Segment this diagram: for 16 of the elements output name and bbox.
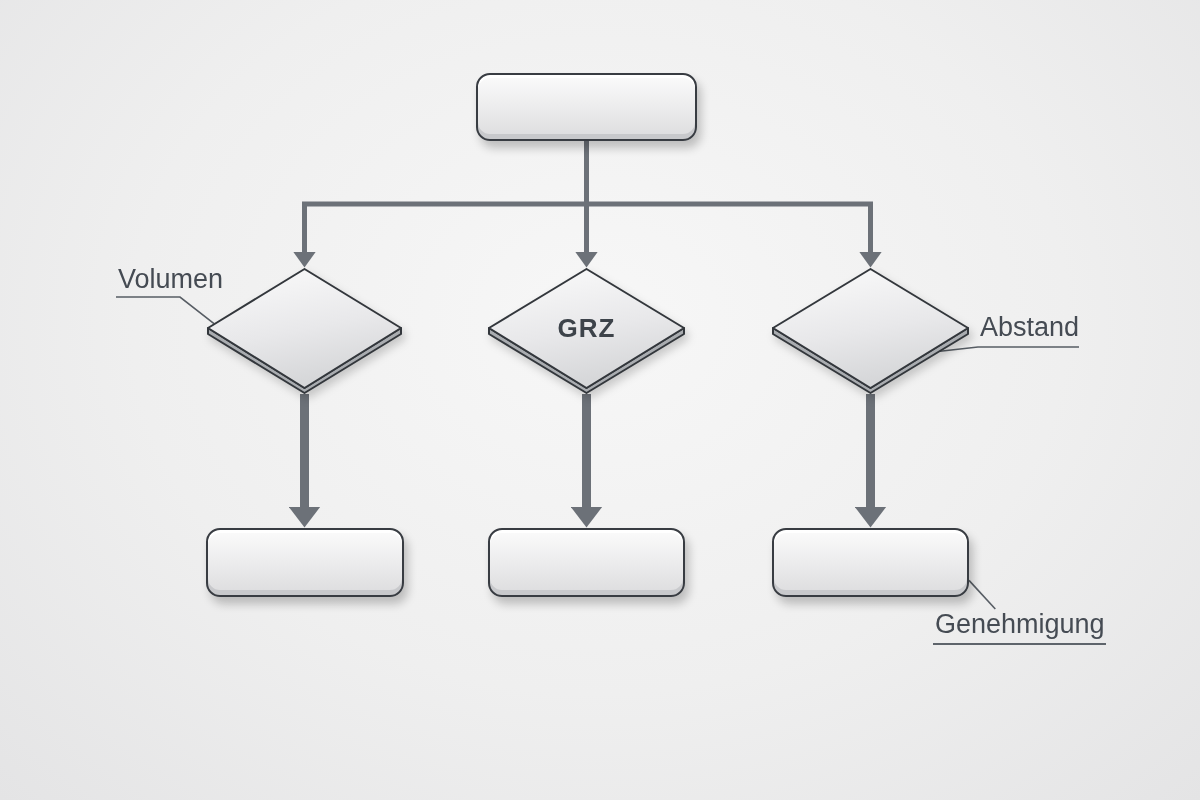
arrow	[570, 394, 603, 528]
process-box	[476, 73, 697, 141]
decision-diamond	[488, 268, 685, 394]
node-label: GRZ	[557, 312, 616, 344]
leader-line	[115, 296, 215, 325]
leader-line	[968, 579, 997, 610]
process-box	[488, 528, 685, 597]
arrow	[854, 394, 887, 528]
process-box	[772, 528, 969, 597]
callout-label: Abstand	[978, 312, 1079, 347]
decision-diamond	[772, 268, 969, 394]
arrow	[584, 141, 882, 268]
process-box	[206, 528, 404, 597]
arrow	[288, 394, 321, 528]
callout-label: Genehmigung	[933, 609, 1106, 645]
callout-label: Volumen	[116, 264, 226, 297]
